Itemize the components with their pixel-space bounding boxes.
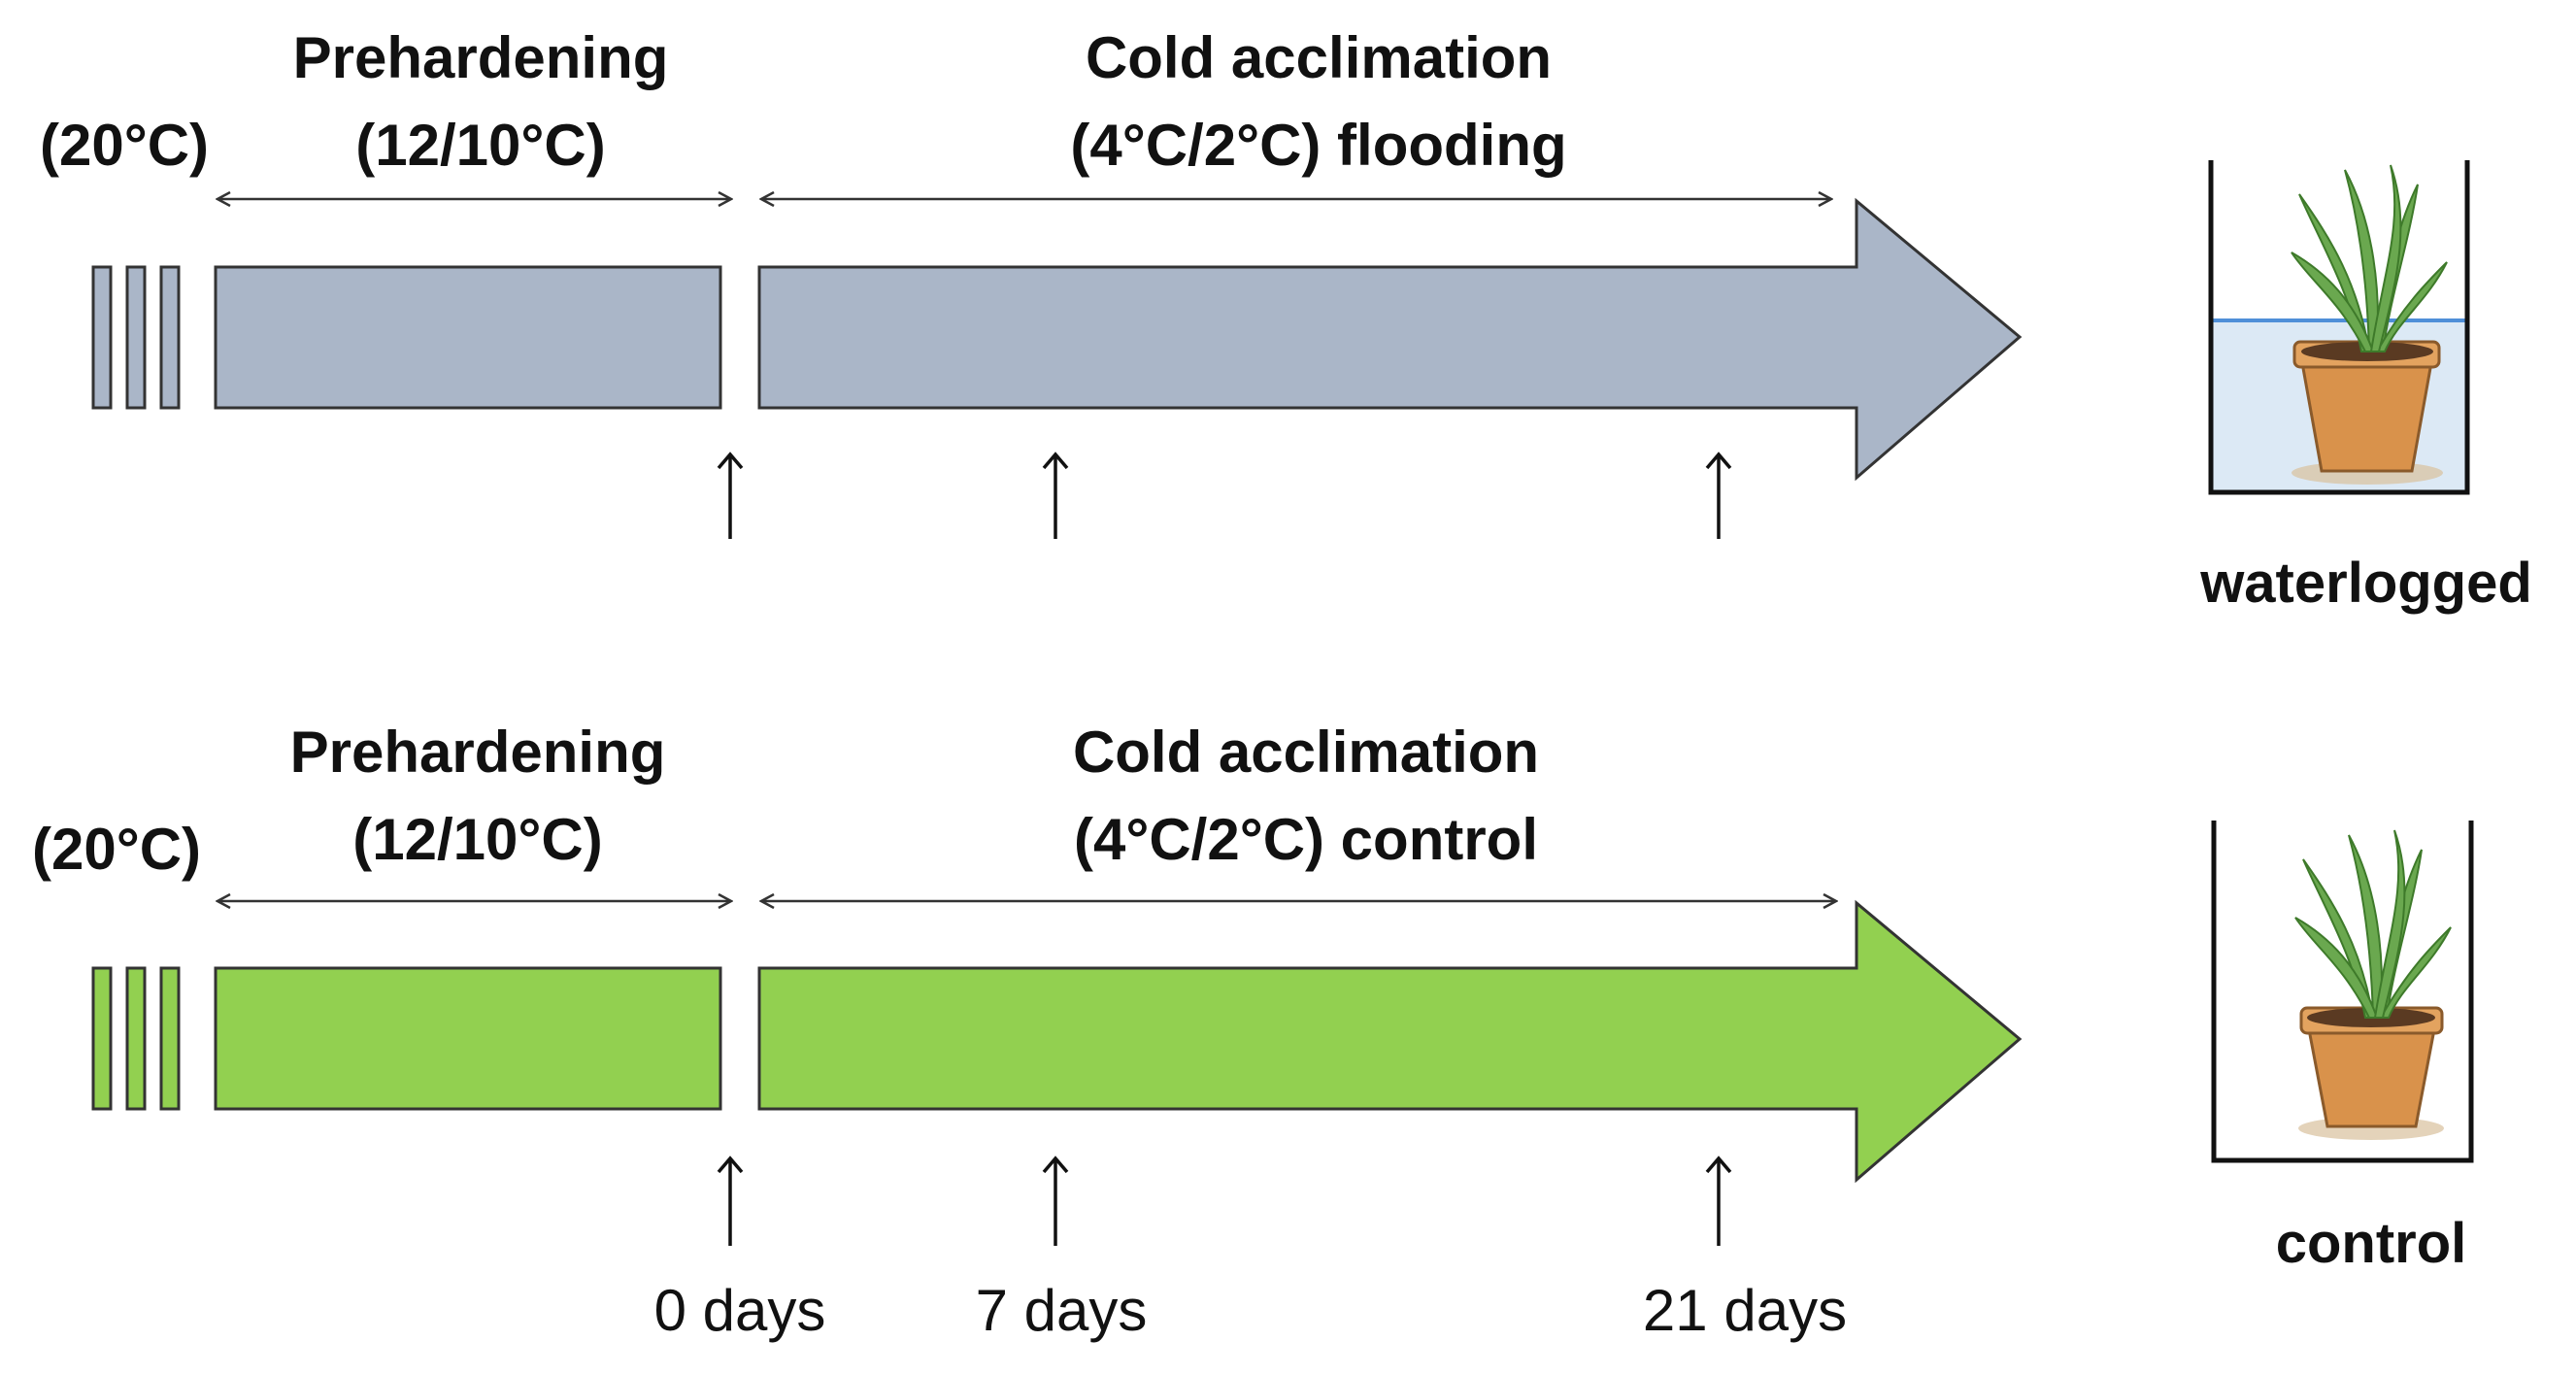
timepoint-label: 21 days <box>1643 1278 1847 1343</box>
cold-acclimation-arrow <box>757 899 2023 1184</box>
cold-acclimation-arrow <box>757 197 2023 482</box>
prehardening-title: Prehardening <box>290 720 666 785</box>
break-bar <box>159 966 181 1111</box>
pot-label-waterlogged: waterlogged <box>2199 552 2532 615</box>
break-bar <box>91 265 113 410</box>
prehardening-temp: (12/10°C) <box>355 113 605 178</box>
plant-pot-waterlogged-icon <box>2208 160 2470 495</box>
cold-acclimation-title: Cold acclimation <box>1086 25 1552 90</box>
prehardening-temp: (12/10°C) <box>352 807 602 872</box>
prehardening-bar <box>214 966 722 1111</box>
break-bar <box>125 966 147 1111</box>
row-control: (20°C) Prehardening (12/10°C) Cold accli… <box>32 720 2474 1343</box>
row-flooding: (20°C) Prehardening (12/10°C) Cold accli… <box>40 25 2532 615</box>
prehardening-title: Prehardening <box>293 25 669 90</box>
cold-acclimation-temp: (4°C/2°C) control <box>1074 807 1538 872</box>
break-bar <box>91 966 113 1111</box>
pot-label-control: control <box>2276 1212 2467 1275</box>
plant-pot-control-icon <box>2211 821 2474 1163</box>
start-temp-label: (20°C) <box>32 817 201 882</box>
timepoint-label: 7 days <box>976 1278 1148 1343</box>
break-bar <box>125 265 147 410</box>
cold-acclimation-title: Cold acclimation <box>1073 720 1539 785</box>
break-bar <box>159 265 181 410</box>
prehardening-bar <box>214 265 722 410</box>
start-temp-label: (20°C) <box>40 113 209 178</box>
cold-acclimation-temp: (4°C/2°C) flooding <box>1070 113 1566 178</box>
timepoint-label: 0 days <box>654 1278 826 1343</box>
